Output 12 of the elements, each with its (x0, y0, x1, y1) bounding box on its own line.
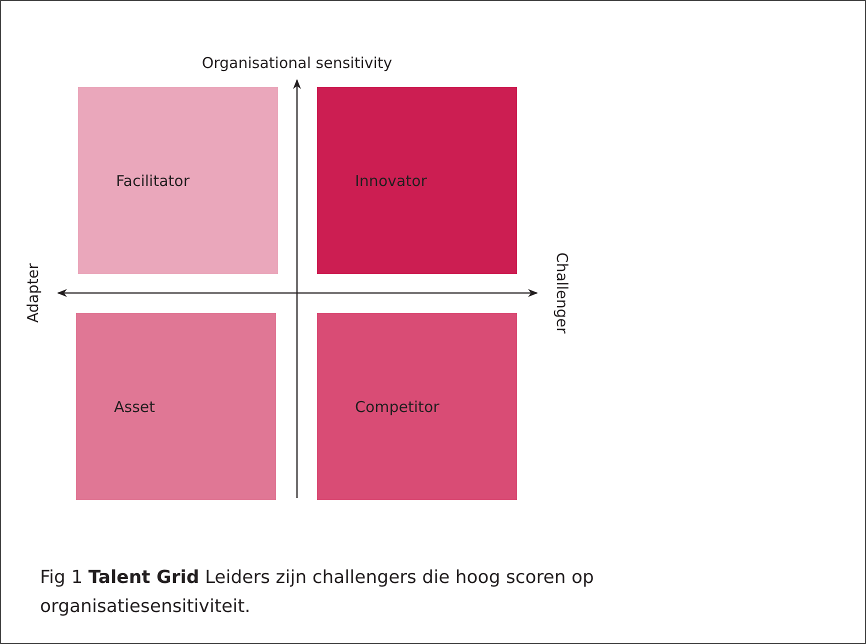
axis-label: Organisational sensitivity (202, 54, 392, 72)
axis-label: Challenger (553, 252, 571, 334)
quadrant-label: Asset (114, 398, 156, 416)
axis-label: Adapter (24, 263, 42, 323)
quadrant-label: Innovator (355, 172, 427, 190)
quadrant-box (78, 87, 278, 274)
quadrant-label: Competitor (355, 398, 440, 416)
quadrant-box (317, 87, 517, 274)
quadrant-label: Facilitator (116, 172, 190, 190)
quadrant-box (76, 313, 276, 500)
caption: Fig 1 Talent Grid Leiders zijn challengers die hoog scoren op organisatiesensitiviteit. (40, 566, 595, 619)
quadrant-box (317, 313, 517, 500)
